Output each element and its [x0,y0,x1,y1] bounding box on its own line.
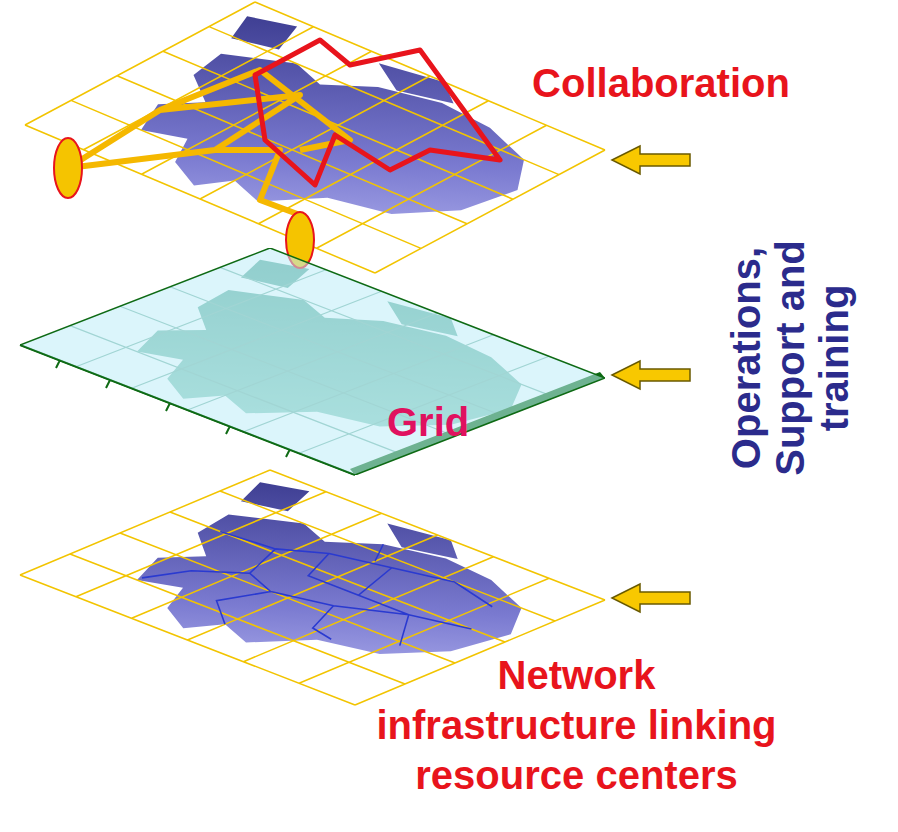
side-label: Operations, Support and training [724,208,856,508]
layer-arrow [612,146,690,174]
grid-lines [25,2,605,273]
grid-plane-map [20,248,605,475]
europe-map [47,6,598,263]
layer-arrow [612,584,690,612]
grid-lines [20,248,605,475]
layer-arrow [612,361,690,389]
collaboration-plane [25,2,605,273]
plane-title: Grid [387,399,469,445]
layer-label: Collaboration [526,60,796,106]
network-links [108,505,534,676]
collaboration-links [255,40,500,185]
grid-plane: Grid [20,248,605,475]
plane-outline [20,248,605,475]
site-marker [54,138,82,198]
plane-shape [20,248,605,475]
layer-label: Network infrastructure linking resource … [364,650,789,800]
collaboration-links [68,70,350,240]
